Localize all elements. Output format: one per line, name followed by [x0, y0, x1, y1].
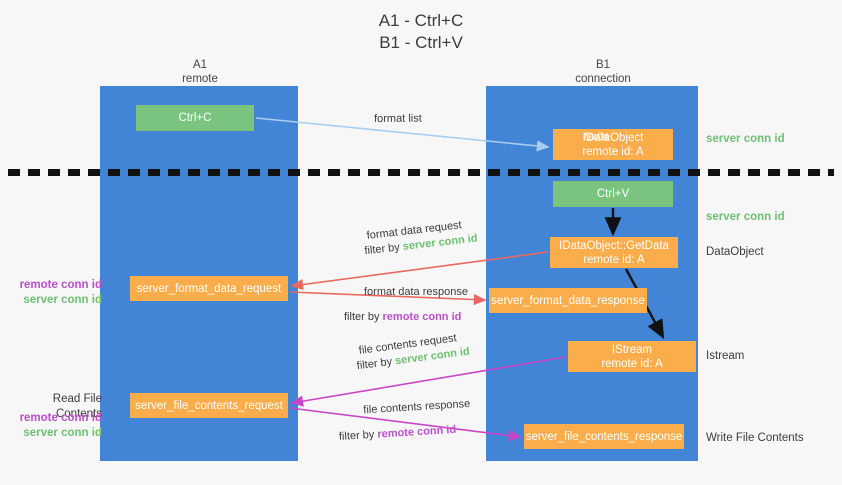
node-istream[interactable]: IStream remote id: A — [568, 341, 696, 372]
node-server-file-contents-request-label: server_file_contents_request — [135, 399, 283, 412]
column-header-a1: A1 remote — [140, 58, 260, 86]
filter-prefix: filter by — [344, 311, 383, 323]
node-ctrl-c-label: Ctrl+C — [178, 112, 212, 124]
label-server-conn-id-top: server conn id — [706, 133, 785, 145]
label-left-conn-ids-lower: remote conn id server conn id — [10, 411, 102, 441]
node-server-format-data-request-label: server_format_data_request — [136, 282, 282, 295]
label-left-conn-ids-upper: remote conn id server conn id — [10, 278, 102, 308]
page-title: A1 - Ctrl+C B1 - Ctrl+V — [0, 10, 842, 54]
node-new-idataobject[interactable]: New Get IDataObject remote id: A — [553, 129, 673, 160]
column-header-b1: B1 connection — [543, 58, 663, 86]
arrow-label-format-data-response: format data response filter by remote co… — [336, 285, 468, 325]
label-read-file-contents: Read File Contents — [52, 393, 102, 420]
title-line-1: A1 - Ctrl+C — [378, 11, 464, 30]
node-istream-label: IStream — [611, 343, 653, 356]
node-ctrl-v[interactable]: Ctrl+V — [553, 181, 673, 207]
node-server-file-contents-response-label: server_file_contents_response — [525, 430, 683, 443]
column-b1-name: B1 — [595, 59, 611, 71]
arrow-label-file-contents-response: file contents response filter by remote … — [337, 397, 472, 445]
arrow-label-format-list: format list — [374, 112, 422, 127]
label-server-conn-id: server conn id — [23, 294, 102, 306]
node-server-format-data-response-label: server_format_data_response — [491, 294, 645, 307]
label-istream: Istream — [706, 350, 745, 362]
node-istream-sub: remote id: A — [601, 357, 663, 370]
arrow-label-file-contents-response-line1: file contents response — [363, 397, 471, 417]
node-new-idataobject-sub: remote id: A — [582, 145, 644, 158]
label-dataobject: DataObject — [706, 246, 764, 258]
node-server-file-contents-request[interactable]: server_file_contents_request — [130, 393, 288, 418]
node-server-format-data-response[interactable]: server_format_data_response — [489, 288, 647, 313]
node-server-format-data-request[interactable]: server_format_data_request — [130, 276, 288, 301]
label-server-conn-id-second: server conn id — [706, 211, 785, 223]
node-idataobject-getdata-label: IDataObject::GetData — [559, 239, 669, 252]
node-server-file-contents-response[interactable]: server_file_contents_response — [524, 424, 684, 449]
node-new-idataobject-text: IDataObject — [582, 131, 644, 144]
arrow-label-format-data-response-line1: format data response — [364, 286, 468, 298]
filter-prefix: filter by — [338, 428, 378, 443]
filter-value-remote-conn-id: remote conn id — [377, 423, 457, 441]
filter-prefix: filter by — [363, 240, 404, 258]
column-a1-sub: remote — [182, 73, 218, 85]
filter-prefix: filter by — [356, 355, 396, 373]
arrow-label-format-list-line1: format list — [374, 112, 422, 125]
arrow-label-file-contents-request: file contents request filter by server c… — [356, 330, 471, 374]
arrow-label-format-data-response-filter: filter by remote conn id — [344, 310, 468, 325]
node-idataobject-getdata-sub: remote id: A — [583, 253, 645, 266]
filter-value-remote-conn-id: remote conn id — [382, 311, 462, 323]
node-ctrl-v-label: Ctrl+V — [596, 188, 630, 200]
label-remote-conn-id: remote conn id — [19, 279, 102, 291]
node-new-idataobject-label: New Get IDataObject — [583, 131, 644, 145]
label-server-conn-id: server conn id — [23, 427, 102, 439]
label-write-file-contents: Write File Contents — [706, 432, 804, 444]
column-b1-sub: connection — [575, 73, 631, 85]
node-ctrl-c[interactable]: Ctrl+C — [136, 105, 254, 131]
arrow-label-format-data-request: format data request filter by server con… — [363, 217, 478, 259]
title-line-2: B1 - Ctrl+V — [379, 33, 463, 52]
arrow-label-file-contents-response-filter: filter by remote conn id — [339, 422, 473, 445]
phase-separator — [8, 169, 834, 176]
column-a1-name: A1 — [192, 59, 208, 71]
label-remote-conn-id: remote conn id — [19, 412, 102, 424]
node-idataobject-getdata[interactable]: IDataObject::GetData remote id: A — [550, 237, 678, 268]
